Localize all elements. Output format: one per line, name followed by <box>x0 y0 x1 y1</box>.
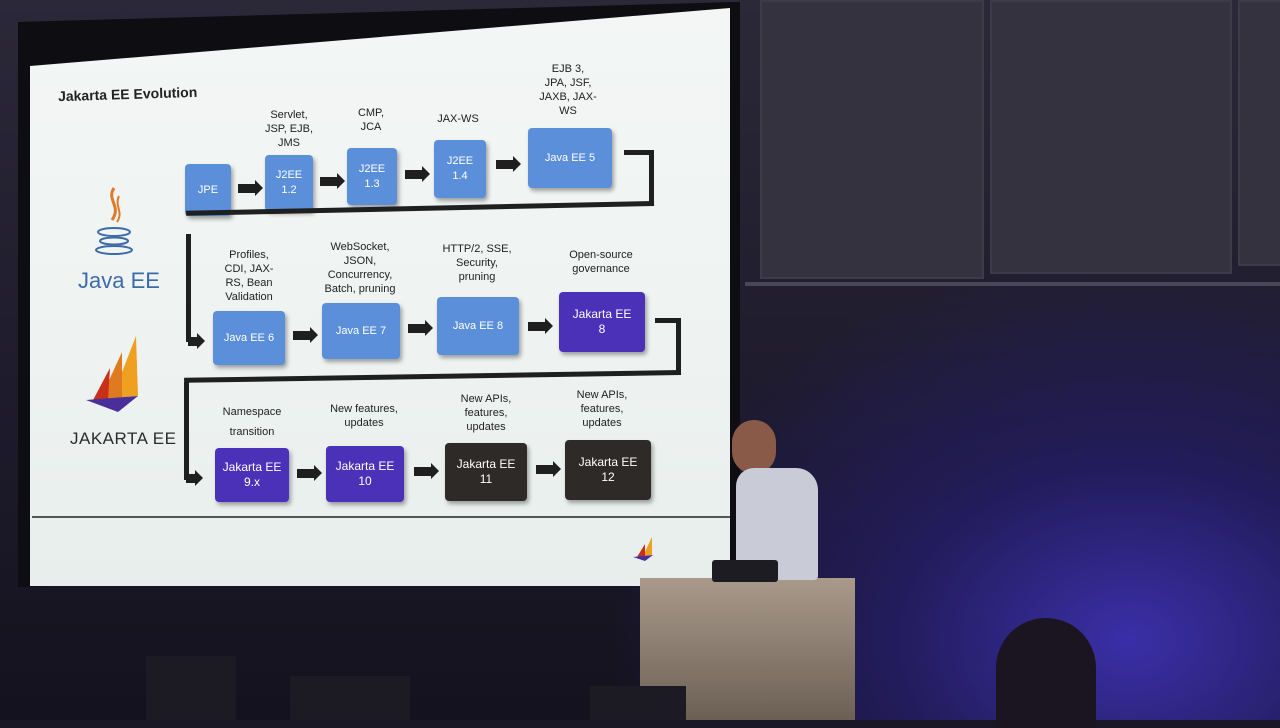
arrow <box>536 461 561 477</box>
box-java-ee-8: Java EE 8 <box>437 297 519 355</box>
arrow <box>188 333 205 349</box>
label-namespace: Namespace transition <box>222 406 282 438</box>
box-jakarta-ee-8: Jakarta EE 8 <box>559 292 645 352</box>
arrow <box>408 320 433 336</box>
box-jakarta-ee-12: Jakarta EE 12 <box>565 440 651 500</box>
presenter-head <box>732 420 776 474</box>
connector-line <box>649 150 654 206</box>
connector-line <box>655 318 681 323</box>
jakarta-ee-logo-text: JAKARTA EE <box>70 429 177 448</box>
wall-panel <box>1238 0 1280 266</box>
presenter <box>726 418 820 582</box>
arrow <box>297 465 322 481</box>
arrow <box>293 327 318 343</box>
audience-seat <box>146 656 236 720</box>
label-servlet: Servlet, JSP, EJB, JMS <box>264 109 314 149</box>
audience-seat <box>590 686 686 720</box>
box-jakarta-ee-9x: Jakarta EE 9.x <box>215 448 289 502</box>
box-j2ee-1-4: J2EE 1.4 <box>434 140 486 198</box>
label-jax-ws: JAX-WS <box>437 113 479 125</box>
arrow <box>528 318 553 334</box>
slide-divider <box>32 516 730 518</box>
box-jpe: JPE <box>185 164 231 216</box>
arrow <box>320 173 345 189</box>
connector-line <box>186 234 191 342</box>
label-websocket: WebSocket, JSON, Concurrency, Batch, pru… <box>324 241 396 295</box>
label-open-source: Open-source governance <box>569 249 633 275</box>
wall-panel <box>990 0 1232 274</box>
label-cmp: CMP, JCA <box>357 107 385 133</box>
label-http2: HTTP/2, SSE, Security, pruning <box>442 243 512 283</box>
box-jakarta-ee-10: Jakarta EE 10 <box>326 446 404 502</box>
audience-seat <box>290 676 410 720</box>
arrow <box>414 463 439 479</box>
java-ee-logo-text: Java EE <box>78 268 160 293</box>
box-j2ee-1-2: J2EE 1.2 <box>265 155 313 211</box>
label-new-features: New features, updates <box>330 403 398 429</box>
arrow <box>186 470 203 486</box>
audience-head <box>996 618 1096 728</box>
connector-line <box>184 382 189 480</box>
box-j2ee-1-3: J2EE 1.3 <box>347 148 397 205</box>
jakarta-sail-icon <box>86 336 138 412</box>
connector-line <box>624 150 654 155</box>
box-java-ee-7: Java EE 7 <box>322 303 400 359</box>
java-coffee-icon <box>95 187 133 255</box>
box-jakarta-ee-11: Jakarta EE 11 <box>445 443 527 501</box>
connector-line <box>676 318 681 374</box>
wall-ledge <box>745 282 1280 286</box>
label-ejb3: EJB 3, JPA, JSF, JAXB, JAX- WS <box>539 63 597 117</box>
label-new-apis-12: New APIs, features, updates <box>576 389 628 429</box>
jakarta-footer-logo-icon <box>633 537 653 561</box>
wall-panel <box>760 0 984 279</box>
box-java-ee-6: Java EE 6 <box>213 311 285 365</box>
arrow <box>405 166 430 182</box>
arrow <box>496 156 521 172</box>
label-new-apis-11: New APIs, features, updates <box>460 393 512 433</box>
box-java-ee-5: Java EE 5 <box>528 128 612 188</box>
laptop <box>712 560 778 582</box>
label-profiles: Profiles, CDI, JAX- RS, Bean Validation <box>224 249 274 303</box>
arrow <box>238 180 263 196</box>
